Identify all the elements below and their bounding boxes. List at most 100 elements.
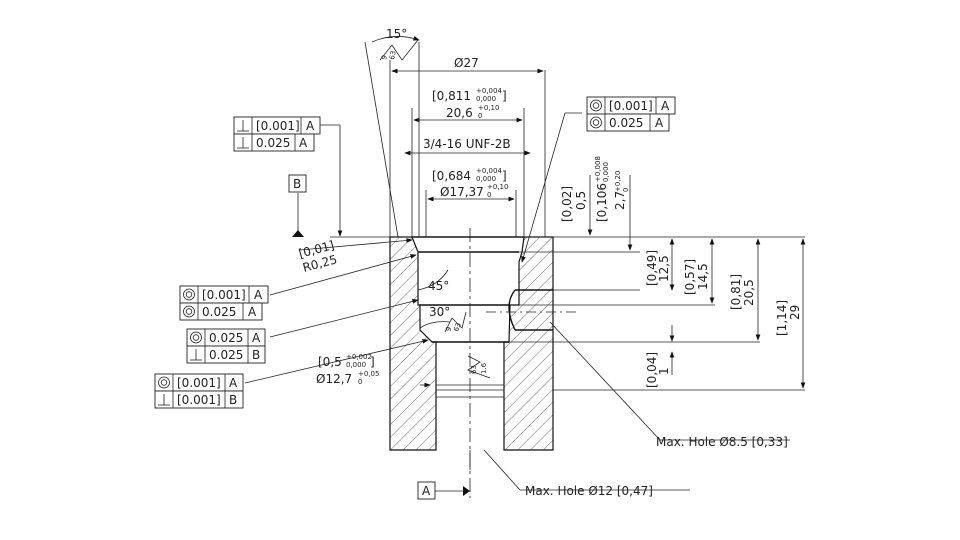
outer-diameter-label: Ø27 xyxy=(454,56,479,70)
svg-text:+0,004: +0,004 xyxy=(476,167,502,175)
svg-text:1.6: 1.6 xyxy=(480,362,488,374)
svg-text:[0,57]: [0,57] xyxy=(683,259,697,295)
svg-text:[0.001]: [0.001] xyxy=(609,99,653,113)
svg-text:0,000: 0,000 xyxy=(346,361,366,369)
max-hole-side-note: Max. Hole Ø8.5 [0,33] xyxy=(656,435,788,449)
svg-text:63: 63 xyxy=(452,322,463,333)
svg-text:[0,04]: [0,04] xyxy=(645,352,659,388)
perpendicularity-icon xyxy=(237,120,249,132)
concentricity-icon xyxy=(190,331,202,344)
svg-text:+0,10: +0,10 xyxy=(478,104,499,112)
fcf-perpendicularity-top: [0.001] A 0.025 A xyxy=(233,116,321,152)
svg-text:12,5: 12,5 xyxy=(657,255,671,282)
datum-b: B xyxy=(288,174,307,193)
svg-text:[0.001]: [0.001] xyxy=(177,393,221,407)
svg-text:B: B xyxy=(229,393,237,407)
svg-text:2,7: 2,7 xyxy=(613,191,627,210)
concentricity-icon xyxy=(590,116,602,129)
svg-text:B: B xyxy=(293,177,301,191)
svg-text:9: 9 xyxy=(380,54,389,60)
fcf-concentricity-left: [0.001] A 0.025 A xyxy=(179,285,269,321)
svg-text:A: A xyxy=(248,305,257,319)
concentricity-icon xyxy=(183,288,195,301)
svg-text:[0.001]: [0.001] xyxy=(202,288,246,302)
svg-text:[1,14]: [1,14] xyxy=(775,300,789,336)
svg-text:A: A xyxy=(661,99,670,113)
bore-mm-label: 20,6 xyxy=(446,106,473,120)
svg-text:0: 0 xyxy=(622,188,630,192)
svg-text:0.025: 0.025 xyxy=(209,348,243,362)
counterbore-mm-label: Ø17,37 xyxy=(440,185,484,199)
svg-text:0,000: 0,000 xyxy=(602,162,610,182)
bore-inch-tol-up: +0,004 xyxy=(476,87,502,95)
height-4-label: [1,14] 29 xyxy=(775,300,802,336)
concentricity-icon xyxy=(590,99,602,112)
fcf-concentricity-perpendicularity: 0.025 A 0.025 B xyxy=(186,328,266,364)
perpendicularity-icon xyxy=(158,394,170,406)
svg-text:29: 29 xyxy=(788,305,802,320)
chamfer-45-label: 45° xyxy=(428,279,449,293)
depth-b-label: [0,106 +0,008 0,000 2,7 +0,20 0 xyxy=(594,156,630,222)
svg-text:B: B xyxy=(252,348,260,362)
svg-text:0.025: 0.025 xyxy=(209,331,243,345)
svg-text:[0,49]: [0,49] xyxy=(645,250,659,286)
chamfer-30-label: 30° xyxy=(429,305,450,319)
svg-text:[0,02]: [0,02] xyxy=(560,186,574,222)
fcf-concentricity-perpendicularity-2: [0.001] A [0.001] B xyxy=(154,373,244,409)
svg-text:A: A xyxy=(252,331,261,345)
svg-text:A: A xyxy=(422,484,431,498)
height-5-label: [0,04] 1 xyxy=(645,352,671,388)
svg-text:63: 63 xyxy=(470,365,478,374)
svg-text:0: 0 xyxy=(358,378,362,386)
svg-text:0.025: 0.025 xyxy=(609,116,643,130)
svg-text:0: 0 xyxy=(487,191,491,199)
height-1-label: [0,49] 12,5 xyxy=(645,250,671,286)
svg-text:Ø12,7: Ø12,7 xyxy=(316,372,352,386)
datum-a: A xyxy=(417,481,436,500)
chamfer-15-label: 15° xyxy=(386,27,407,41)
concentricity-icon xyxy=(183,305,195,318)
height-2-label: [0,57] 14,5 xyxy=(683,259,710,295)
leader-lines xyxy=(244,112,790,496)
svg-text:0,000: 0,000 xyxy=(476,175,496,183)
right-dimension-lines xyxy=(509,175,806,391)
svg-text:[0.001]: [0.001] xyxy=(256,119,300,133)
svg-text:]: ] xyxy=(370,355,375,369)
svg-text:14,5: 14,5 xyxy=(696,263,710,290)
svg-text:+0,20: +0,20 xyxy=(614,171,622,192)
bore-inch-label: [0,811 xyxy=(432,89,471,103)
concentricity-icon xyxy=(158,376,170,389)
max-hole-bottom-note: Max. Hole Ø12 [0,47] xyxy=(525,484,653,498)
fcf-concentricity-right: [0.001] A 0.025 A xyxy=(586,96,676,132)
height-3-label: [0,81] 20,5 xyxy=(729,274,756,310)
svg-text:20,5: 20,5 xyxy=(742,279,756,306)
svg-text:9: 9 xyxy=(444,326,453,333)
svg-text:A: A xyxy=(306,119,315,133)
svg-text:63: 63 xyxy=(388,50,398,60)
svg-text:0,5: 0,5 xyxy=(574,191,588,210)
perpendicularity-icon xyxy=(190,349,202,361)
perpendicularity-icon xyxy=(237,137,249,149)
svg-text:0.025: 0.025 xyxy=(256,136,290,150)
svg-text:A: A xyxy=(254,288,263,302)
svg-text:+0,05: +0,05 xyxy=(358,370,379,378)
svg-text:A: A xyxy=(655,116,664,130)
surface-finish-symbols: 9 63 9 63 63 1.6 xyxy=(379,39,491,379)
svg-text:+0,10: +0,10 xyxy=(487,183,508,191)
svg-text:1: 1 xyxy=(657,367,671,375)
counterbore-inch-label: [0,684 xyxy=(432,169,471,183)
radius-label: [0,01] R0,25 xyxy=(297,238,338,275)
svg-text:A: A xyxy=(229,376,238,390)
svg-text:[0,81]: [0,81] xyxy=(729,274,743,310)
svg-text:]: ] xyxy=(502,89,507,103)
svg-text:A: A xyxy=(299,136,308,150)
svg-text:[0,106: [0,106 xyxy=(595,183,609,222)
svg-text:[0.001]: [0.001] xyxy=(177,376,221,390)
svg-text:0: 0 xyxy=(478,112,482,120)
top-dimension-lines xyxy=(330,35,805,238)
bore-inch-tol-lo: 0,000 xyxy=(476,95,496,103)
svg-text:[0,5: [0,5 xyxy=(318,355,342,369)
svg-text:+0,002: +0,002 xyxy=(346,353,372,361)
